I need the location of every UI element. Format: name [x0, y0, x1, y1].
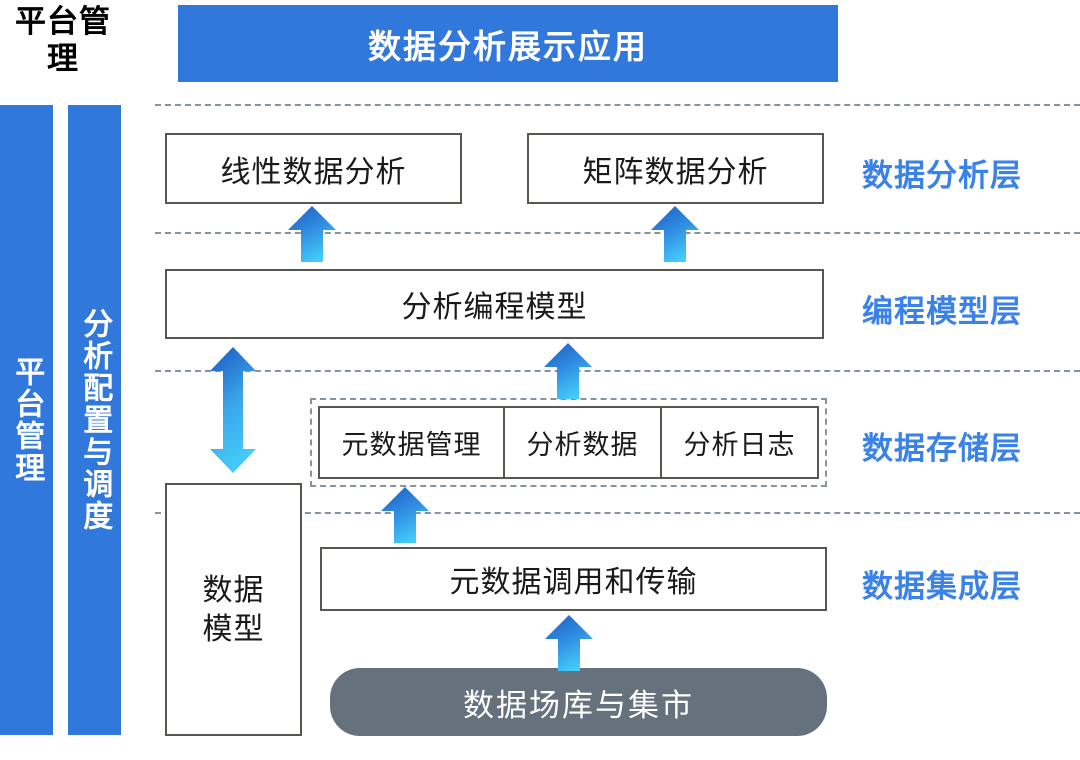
application-banner: 数据分析展示应用 [178, 5, 838, 82]
storage-layer-group: 元数据管理 分析数据 分析日志 [310, 398, 827, 487]
storage-cell-metadata-management[interactable]: 元数据管理 [320, 408, 505, 477]
page-title: 平台管理 [15, 4, 111, 76]
layer-label-data-storage: 数据存储层 [862, 431, 1022, 466]
box-linear-data-analysis[interactable]: 线性数据分析 [165, 133, 462, 204]
arrow-up-data-mart-to-metadata-transfer [545, 615, 593, 671]
layer-label-programming-model: 编程模型层 [862, 294, 1022, 329]
box-metadata-call-and-transfer[interactable]: 元数据调用和传输 [320, 547, 827, 611]
box-analysis-programming-model[interactable]: 分析编程模型 [165, 269, 824, 339]
storage-cell-analysis-data[interactable]: 分析数据 [505, 408, 662, 477]
arrow-double-data-model-programming-model [209, 347, 257, 473]
storage-cell-analysis-log[interactable]: 分析日志 [683, 430, 796, 460]
layer-label-data-integration: 数据集成层 [862, 569, 1022, 604]
box-matrix-data-analysis[interactable]: 矩阵数据分析 [527, 133, 824, 204]
box-data-model-line-1: 数据 [202, 573, 265, 607]
box-data-warehouse-and-mart[interactable]: 数据场库与集市 [330, 668, 827, 736]
box-data-model[interactable]: 数据 模型 [165, 483, 302, 736]
storage-cell-row: 元数据管理 分析数据 分析日志 [318, 406, 819, 479]
sidebar-bar-platform-management: 平台管理 [0, 105, 53, 735]
layer-label-data-analysis: 数据分析层 [862, 158, 1022, 193]
layer-divider-4 [155, 512, 1080, 514]
sidebar-bar-platform-management-label: 平台管理 [10, 356, 44, 484]
arrow-up-integration-to-storage [381, 487, 429, 543]
layer-divider-3 [155, 370, 1080, 372]
box-data-model-line-2: 模型 [202, 612, 265, 646]
arrow-up-to-matrix-analysis [651, 206, 699, 262]
arrow-up-storage-to-programming-model [544, 343, 592, 399]
layer-divider-1 [155, 104, 1080, 106]
sidebar-bar-analysis-config-scheduling: 分析配置与调度 [68, 105, 121, 735]
sidebar-bar-analysis-config-scheduling-label: 分析配置与调度 [78, 308, 112, 532]
arrow-up-to-linear-analysis [288, 206, 336, 262]
layer-divider-2 [155, 232, 1080, 234]
